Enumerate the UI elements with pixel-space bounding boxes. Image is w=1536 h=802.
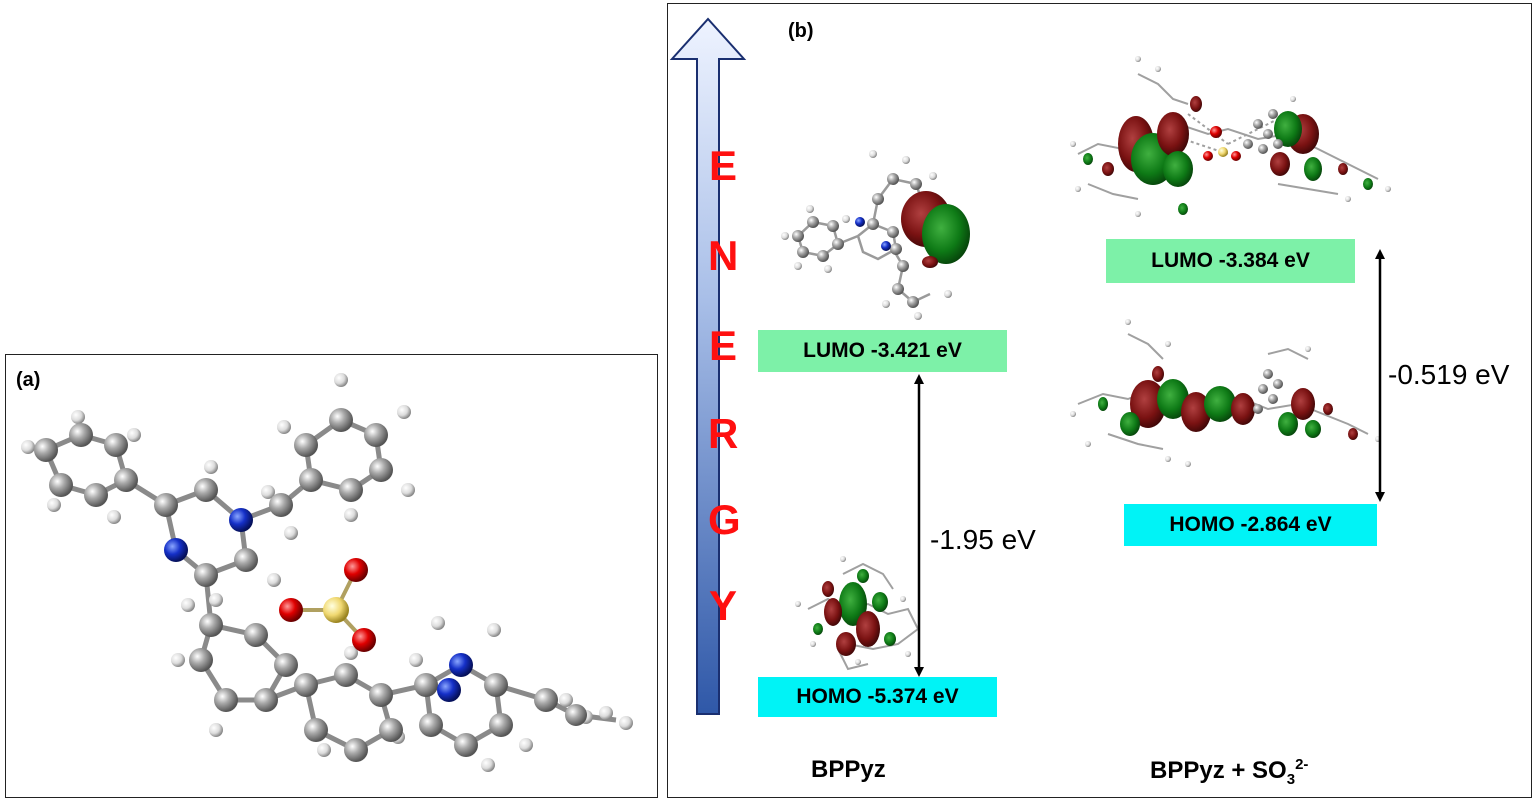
- bppyz-so3-molecule-image: [21, 373, 633, 772]
- complex-gap-label: -0.519 eV: [1388, 359, 1510, 390]
- bppyz-lumo-label: LUMO -3.421 eV: [758, 330, 1007, 372]
- energy-letter-e1: E: [708, 142, 737, 189]
- energy-axis-arrow: [669, 17, 747, 715]
- bppyz-gap-label: -1.95 eV: [930, 524, 1036, 555]
- complex-homo-label: HOMO -2.864 eV: [1124, 504, 1377, 546]
- energy-letter-e2: E: [708, 322, 737, 369]
- complex-lumo-orbital: [1070, 56, 1391, 217]
- bppyz-homo-orbital: [795, 556, 920, 671]
- panel-b: (b) E N E R G Y: [667, 3, 1532, 798]
- panel-a-label: (a): [16, 369, 41, 391]
- complex-caption-sub: 3: [1286, 770, 1296, 788]
- complex-caption: BPPyz + SO32-: [1150, 756, 1308, 788]
- complex-caption-sup: 2-: [1295, 756, 1309, 773]
- energy-letter-r: R: [708, 410, 739, 457]
- bppyz-homo-label: HOMO -5.374 eV: [758, 677, 997, 717]
- energy-letter-y: Y: [708, 582, 737, 629]
- bppyz-lumo-orbital: [781, 150, 970, 320]
- complex-lumo-label: LUMO -3.384 eV: [1106, 239, 1355, 283]
- energy-letter-n: N: [708, 232, 739, 279]
- energy-letter-g: G: [708, 496, 741, 543]
- panel-b-label: (b): [788, 20, 814, 42]
- orbital-images: [781, 56, 1391, 677]
- bppyz-caption: BPPyz: [811, 756, 886, 783]
- complex-caption-base: BPPyz + SO: [1150, 757, 1287, 784]
- complex-homo-orbital: [1070, 319, 1381, 467]
- panel-a: (a): [5, 354, 658, 798]
